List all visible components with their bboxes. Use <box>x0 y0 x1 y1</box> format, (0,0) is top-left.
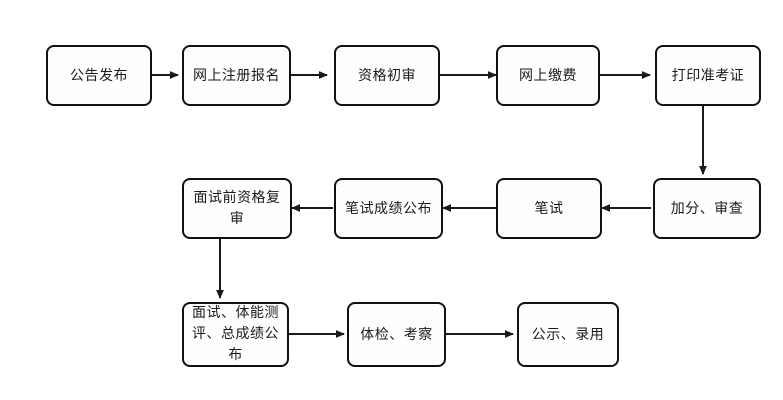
node-label: 资格初审 <box>358 67 416 84</box>
node-label: 网上注册报名 <box>193 67 280 84</box>
node-label: 笔试成绩公布 <box>345 200 432 217</box>
node-publicity-employment[interactable]: 公示、录用 <box>517 302 619 367</box>
node-label: 公告发布 <box>70 67 128 84</box>
node-label-line-2: 评、总成绩公 <box>192 326 279 342</box>
node-label: 面试、体能测 评、总成绩公 布 <box>190 303 281 366</box>
node-medical-exam-investigation[interactable]: 体检、考察 <box>347 302 446 367</box>
node-label: 公示、录用 <box>531 326 605 343</box>
node-qualification-preliminary-review[interactable]: 资格初审 <box>334 45 440 106</box>
node-label-line-2: 审 <box>229 210 245 227</box>
node-bonus-points-review[interactable]: 加分、审查 <box>653 178 761 239</box>
node-label-line-3: 布 <box>228 347 243 363</box>
node-label: 面试前资格复 审 <box>190 188 284 230</box>
node-label: 网上缴费 <box>519 67 577 84</box>
node-written-exam-results-published[interactable]: 笔试成绩公布 <box>334 178 443 239</box>
node-label: 笔试 <box>534 200 564 217</box>
node-print-admission-ticket[interactable]: 打印准考证 <box>655 45 761 106</box>
node-label-line-1: 面试、体能测 <box>192 305 279 321</box>
node-announcement-release[interactable]: 公告发布 <box>46 45 152 106</box>
node-online-payment[interactable]: 网上缴费 <box>496 45 600 106</box>
node-pre-interview-qualification-recheck[interactable]: 面试前资格复 审 <box>182 178 292 239</box>
node-label: 打印准考证 <box>671 67 745 84</box>
node-interview-fitness-total-score[interactable]: 面试、体能测 评、总成绩公 布 <box>182 302 289 367</box>
node-written-exam[interactable]: 笔试 <box>496 178 602 239</box>
node-online-registration[interactable]: 网上注册报名 <box>182 45 291 106</box>
node-label: 加分、审查 <box>670 200 744 217</box>
node-label-line-1: 面试前资格复 <box>193 189 281 206</box>
node-label: 体检、考察 <box>360 326 433 343</box>
